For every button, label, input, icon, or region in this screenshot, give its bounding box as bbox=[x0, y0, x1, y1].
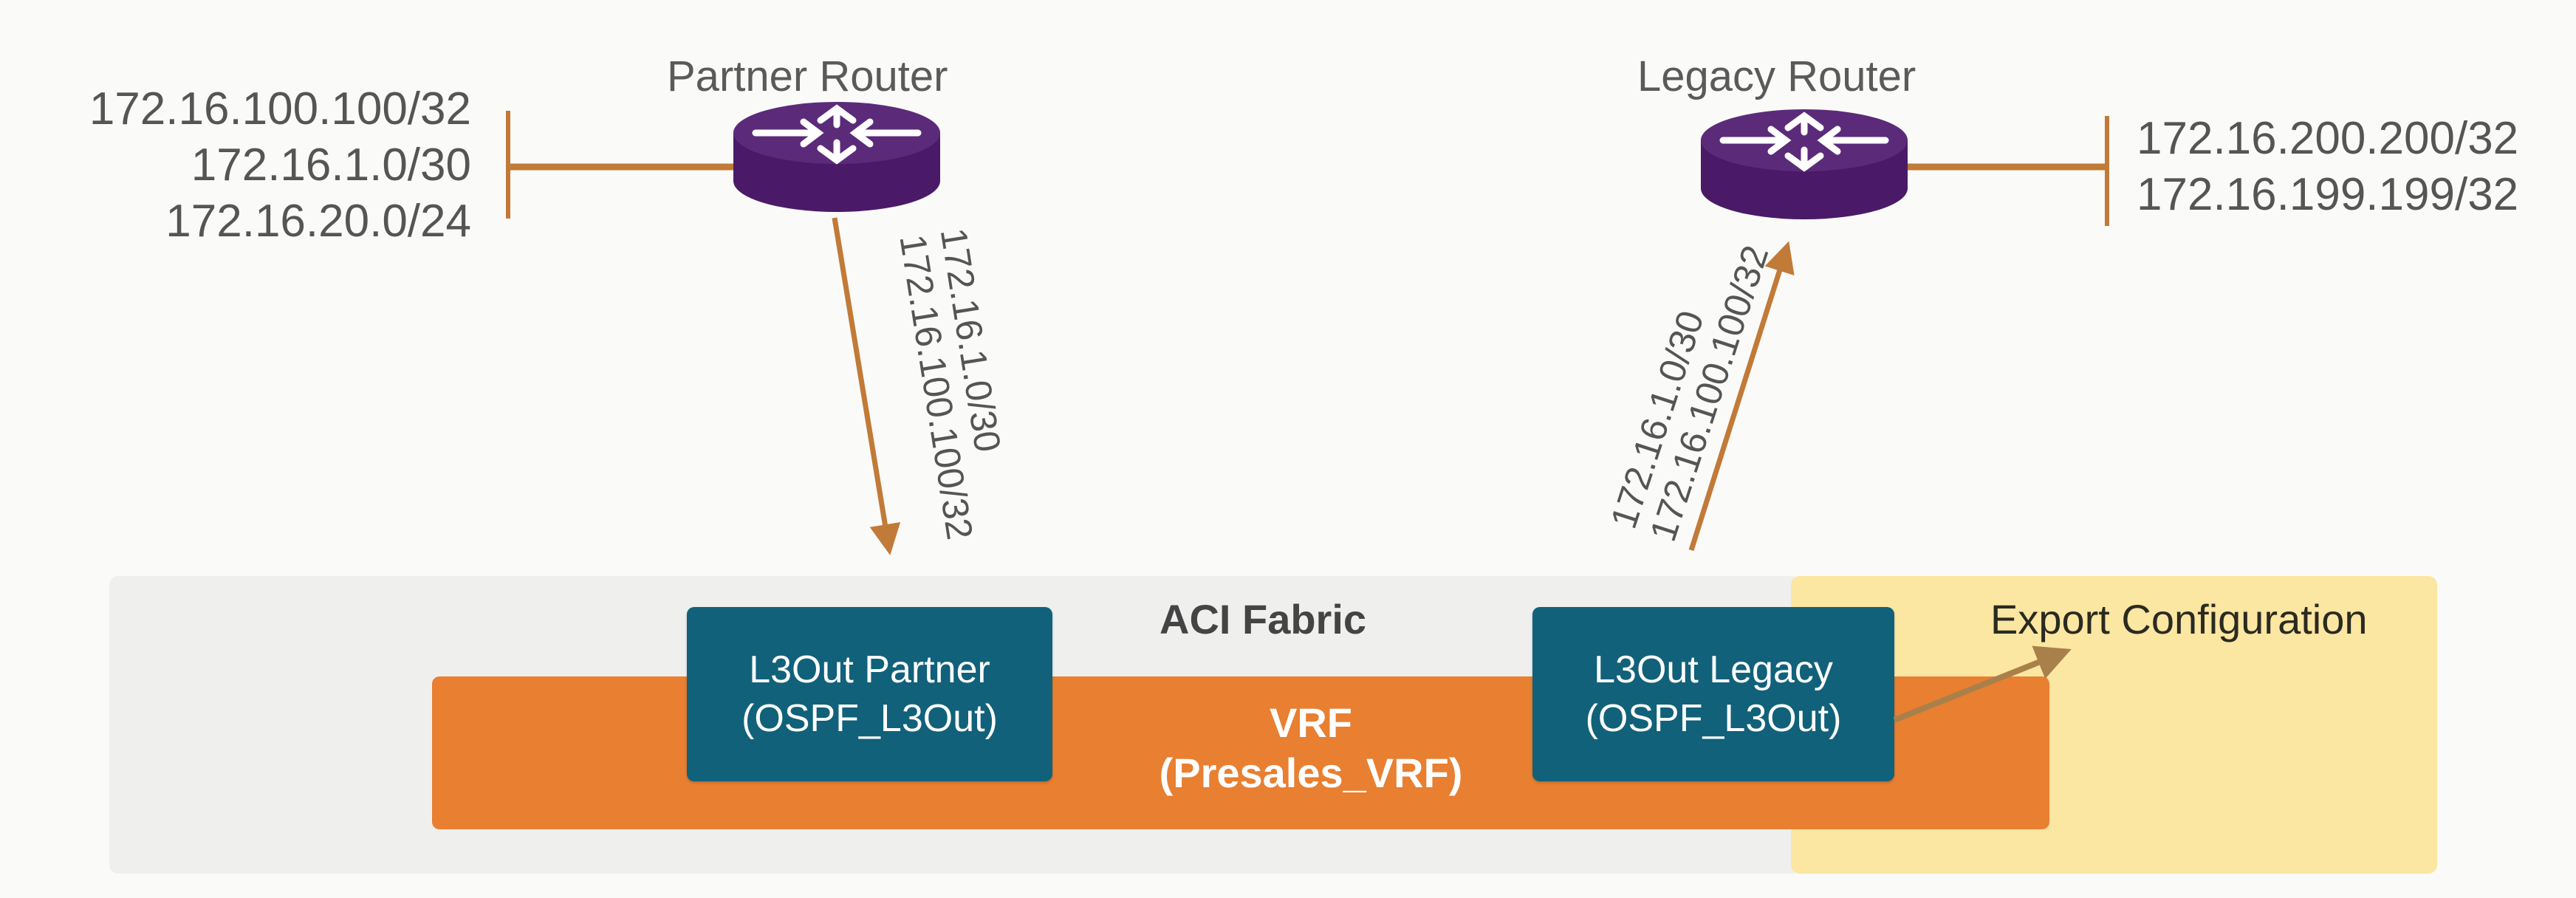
l3out-legacy-protocol: (OSPF_L3Out) bbox=[1585, 697, 1842, 740]
legacy-prefix: 172.16.200.200/32 bbox=[2137, 113, 2519, 164]
vrf-name: (Presales_VRF) bbox=[1159, 750, 1463, 796]
l3out-partner-name: L3Out Partner bbox=[749, 648, 990, 691]
l3out-partner-protocol: (OSPF_L3Out) bbox=[741, 697, 998, 740]
legacy-prefix-list: 172.16.200.200/32 172.16.199.199/32 bbox=[2137, 111, 2518, 223]
partner-prefix: 172.16.100.100/32 bbox=[89, 83, 471, 134]
partner-prefix-list: 172.16.100.100/32 172.16.1.0/30 172.16.2… bbox=[44, 81, 471, 250]
partner-router-icon[interactable] bbox=[733, 102, 940, 212]
export-arrow bbox=[1893, 645, 2072, 723]
export-configuration-label: Export Configuration bbox=[1990, 596, 2368, 642]
partner-router-label: Partner Router bbox=[667, 52, 948, 100]
partner-prefix: 172.16.1.0/30 bbox=[191, 140, 471, 191]
vrf-title: VRF bbox=[1270, 699, 1352, 746]
l3out-partner-node[interactable]: L3Out Partner (OSPF_L3Out) bbox=[687, 607, 1052, 781]
fabric-to-legacy-arrow bbox=[1688, 241, 1795, 552]
vrf-label: VRF (Presales_VRF) bbox=[1034, 698, 1588, 798]
legacy-router-icon[interactable] bbox=[1701, 109, 1908, 219]
partner-prefix: 172.16.20.0/24 bbox=[165, 196, 471, 247]
legacy-prefix: 172.16.199.199/32 bbox=[2137, 169, 2519, 220]
aci-fabric-label: ACI Fabric bbox=[1159, 596, 1367, 642]
partner-to-fabric-arrow bbox=[832, 217, 901, 555]
legacy-router-label: Legacy Router bbox=[1637, 52, 1916, 100]
l3out-legacy-node[interactable]: L3Out Legacy (OSPF_L3Out) bbox=[1532, 607, 1894, 781]
l3out-legacy-name: L3Out Legacy bbox=[1594, 648, 1833, 691]
